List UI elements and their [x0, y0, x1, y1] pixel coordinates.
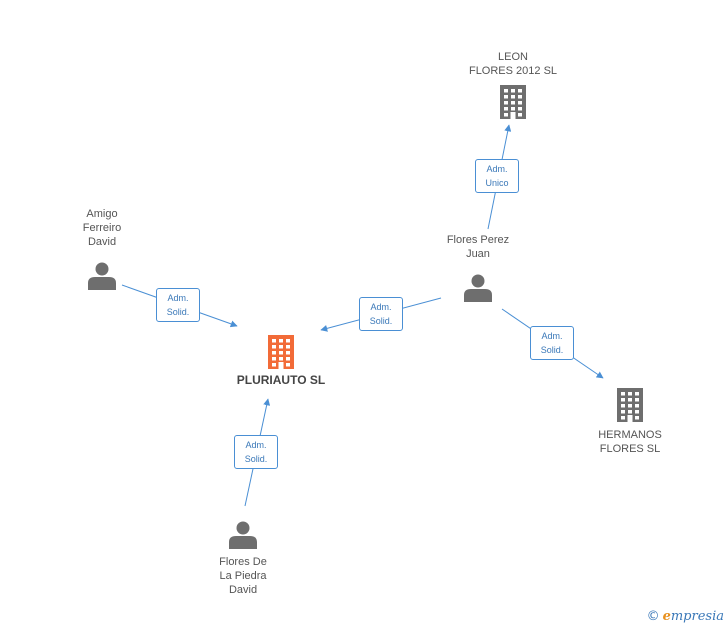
node-label-amigo[interactable]: Amigo Ferreiro David: [82, 208, 122, 248]
leon-building-icon[interactable]: [500, 85, 526, 119]
amigo-person-icon[interactable]: [88, 262, 116, 291]
edge-label-amigo-to-pluriauto[interactable]: Adm. Solid.: [156, 288, 200, 322]
edge-label-piedra-to-pluriauto[interactable]: Adm. Solid.: [234, 435, 278, 469]
edge-label-juan-to-leon[interactable]: Adm. Unico: [475, 159, 519, 193]
edge-label-juan-to-hermanos[interactable]: Adm. Solid.: [530, 326, 574, 360]
node-label-pluriauto[interactable]: PLURIAUTO SL: [236, 373, 326, 387]
node-label-leon[interactable]: LEON FLORES 2012 SL: [468, 51, 558, 77]
juan-person-icon[interactable]: [464, 274, 492, 303]
hermanos-building-icon[interactable]: [617, 388, 643, 422]
edge-label-juan-to-pluriauto[interactable]: Adm. Solid.: [359, 297, 403, 331]
node-label-juan[interactable]: Flores Perez Juan: [446, 234, 510, 260]
node-label-piedra[interactable]: Flores De La Piedra David: [219, 556, 267, 596]
empresia-watermark[interactable]: ©empresia: [647, 609, 724, 624]
pluriauto-building-icon[interactable]: [268, 335, 294, 369]
node-label-hermanos[interactable]: HERMANOS FLORES SL: [598, 429, 662, 455]
brand-initial: e: [662, 609, 671, 624]
piedra-person-icon[interactable]: [229, 521, 257, 550]
copyright-symbol: ©: [646, 609, 660, 624]
brand-name: mpresia: [670, 609, 724, 624]
